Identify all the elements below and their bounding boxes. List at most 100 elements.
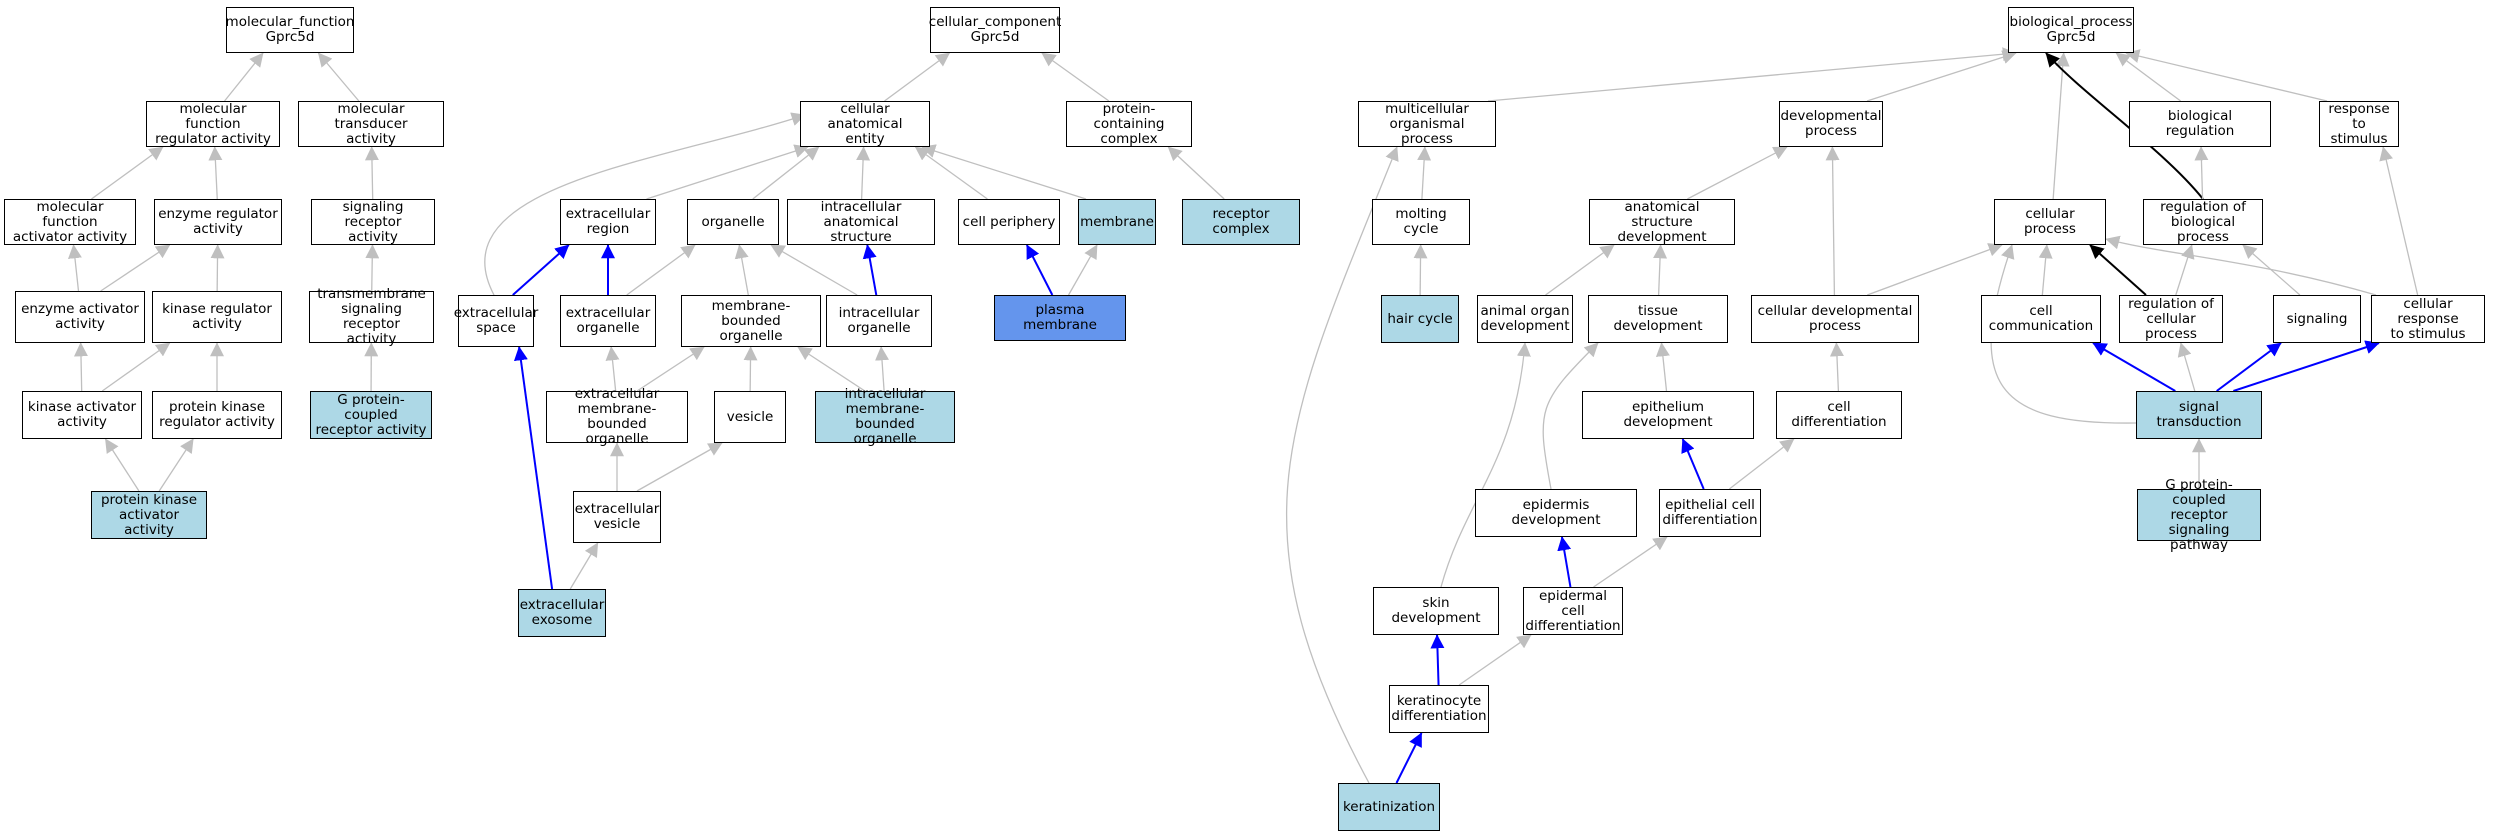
edge-reg-cell-to-cell-proc xyxy=(2089,244,2147,296)
edge-organelle-to-cae xyxy=(752,146,820,200)
go-term-node-cell-comm[interactable]: cell communication xyxy=(1981,295,2101,343)
edge-ec-org-to-organelle xyxy=(626,244,696,296)
edge-cell-diff-to-cdp xyxy=(1829,342,1844,392)
edge-crs-to-cell-proc xyxy=(2105,235,2377,296)
go-term-node-kera-diff[interactable]: keratinocyte differentiation xyxy=(1389,685,1489,733)
go-term-node-organelle[interactable]: organelle xyxy=(687,199,779,245)
go-term-node-pcc[interactable]: protein-containing complex xyxy=(1066,101,1192,147)
go-term-node-ec-exosome[interactable]: extracellular exosome xyxy=(518,589,606,637)
edge-molting-to-multi xyxy=(1417,146,1432,200)
edge-ic-org-to-ias xyxy=(862,244,878,296)
go-term-node-ec-org[interactable]: extracellular organelle xyxy=(560,295,656,347)
go-term-node-ec-vesicle[interactable]: extracellular vesicle xyxy=(573,491,661,543)
go-term-node-cae[interactable]: cellular anatomical entity xyxy=(800,101,930,147)
edge-reg-bio-to-bp-root xyxy=(2045,52,2204,200)
edge-epid-cell-diff-to-epid-dev xyxy=(1557,536,1572,588)
edge-hair-to-molting xyxy=(1413,244,1428,296)
go-term-node-ec-space[interactable]: extracellular space xyxy=(454,295,538,347)
edge-mf-act-to-mf-reg xyxy=(91,146,164,200)
go-term-node-mf-reg[interactable]: molecular function regulator activity xyxy=(146,101,280,147)
edge-sig-trans-to-crs xyxy=(2233,340,2380,392)
go-term-node-kin-act[interactable]: kinase activator activity xyxy=(22,391,142,439)
edge-cell-comm-to-cell-proc xyxy=(2038,244,2053,296)
edge-kera-diff-to-epid-cell-diff xyxy=(1458,634,1532,686)
go-term-node-gpcr-act[interactable]: G protein-coupled receptor activity xyxy=(310,391,432,439)
edge-tm-sig-to-sig-rec xyxy=(365,244,380,292)
go-term-node-reg-cell[interactable]: regulation of cellular process xyxy=(2119,295,2223,343)
go-term-node-enz-reg[interactable]: enzyme regulator activity xyxy=(154,199,282,245)
go-term-node-epid-dev[interactable]: epidermis development xyxy=(1475,489,1637,537)
go-term-node-tm-sig[interactable]: transmembrane signaling receptor activit… xyxy=(309,287,434,347)
go-term-node-cell-proc[interactable]: cellular process xyxy=(1994,199,2106,245)
go-term-node-signaling[interactable]: signaling xyxy=(2273,295,2361,343)
go-term-node-epi-cell-diff[interactable]: epithelial cell differentiation xyxy=(1659,489,1761,537)
go-term-node-ec-mb-org[interactable]: extracellular membrane-bounded organelle xyxy=(546,387,688,447)
go-term-node-hair[interactable]: hair cycle xyxy=(1381,295,1459,343)
go-term-node-resp-stim[interactable]: response to stimulus xyxy=(2319,101,2399,147)
edge-ec-vesicle-to-vesicle xyxy=(636,442,723,492)
go-term-node-cell-diff[interactable]: cell differentiation xyxy=(1776,391,1902,439)
edge-ec-exosome-to-ec-space xyxy=(513,346,554,590)
edge-kin-act-to-kin-reg xyxy=(101,342,171,392)
edge-cdp-to-dev xyxy=(1825,146,1840,296)
edge-ic-mb-org-to-mb-org xyxy=(797,346,866,392)
go-term-node-multi[interactable]: multicellular organismal process xyxy=(1358,101,1496,147)
go-term-node-reg-bio[interactable]: regulation of biological process xyxy=(2143,199,2263,245)
edge-skin-to-aod xyxy=(1440,342,1531,588)
go-term-node-pm[interactable]: plasma membrane xyxy=(994,295,1126,341)
edge-sig-rec-to-mol-trans xyxy=(364,146,379,200)
edge-rec-complex-to-pcc xyxy=(1167,146,1225,200)
go-term-node-sig-trans[interactable]: signal transduction xyxy=(2136,391,2262,439)
go-term-node-periphery[interactable]: cell periphery xyxy=(958,199,1060,245)
go-term-node-crs[interactable]: cellular response to stimulus xyxy=(2371,295,2485,343)
go-term-node-skin[interactable]: skin development xyxy=(1373,587,1499,635)
edge-ec-mb-org-to-mb-org xyxy=(636,346,705,392)
go-term-node-cdp[interactable]: cellular developmental process xyxy=(1751,295,1919,343)
go-term-node-mf-root[interactable]: molecular_function Gprc5d xyxy=(226,7,354,53)
go-term-node-vesicle[interactable]: vesicle xyxy=(714,391,786,443)
go-term-node-epi-dev[interactable]: epithelium development xyxy=(1582,391,1754,439)
edge-reg-bio-to-bio-reg xyxy=(2194,146,2209,200)
go-term-node-gpcr-path[interactable]: G protein-coupled receptor signaling pat… xyxy=(2137,477,2261,552)
go-term-node-dev[interactable]: developmental process xyxy=(1779,101,1883,147)
go-term-node-mol-trans[interactable]: molecular transducer activity xyxy=(298,101,444,147)
edge-enz-act-to-mf-act xyxy=(67,244,82,292)
edge-sig-trans-to-signaling xyxy=(2216,342,2282,392)
go-term-node-pk-reg[interactable]: protein kinase regulator activity xyxy=(152,391,282,439)
go-term-node-mb-org[interactable]: membrane-bounded organelle xyxy=(681,295,821,347)
edge-multi-to-bp-root xyxy=(1487,47,2017,102)
go-term-node-ias[interactable]: intracellular anatomical structure xyxy=(787,199,935,245)
edge-mol-trans-to-mf-root xyxy=(317,52,360,102)
go-term-node-pk-act[interactable]: protein kinase activator activity xyxy=(91,491,207,539)
edge-ec-exosome-to-ec-vesicle xyxy=(569,542,599,590)
go-term-node-ic-mb-org[interactable]: intracellular membrane-bounded organelle xyxy=(815,387,955,447)
edge-cdp-to-cell-proc xyxy=(1867,243,2003,296)
go-term-node-aod[interactable]: animal organ development xyxy=(1477,295,1573,343)
go-term-node-kin-reg[interactable]: kinase regulator activity xyxy=(152,291,282,343)
edge-ic-mb-org-to-ic-org xyxy=(875,346,889,392)
go-term-node-tissue[interactable]: tissue development xyxy=(1588,295,1728,343)
go-term-node-cc-root[interactable]: cellular_component Gprc5d xyxy=(929,7,1061,53)
edge-epi-cell-diff-to-epi-dev xyxy=(1681,438,1705,490)
go-term-node-mf-act[interactable]: molecular function activator activity xyxy=(4,199,136,245)
go-term-node-sig-rec[interactable]: signaling receptor activity xyxy=(311,199,435,245)
go-term-node-ic-org[interactable]: intracellular organelle xyxy=(826,295,932,347)
edge-kin-reg-to-enz-reg xyxy=(210,244,225,292)
go-term-node-bp-root[interactable]: biological_process Gprc5d xyxy=(2008,7,2134,53)
edge-tissue-to-asd xyxy=(1653,244,1668,296)
go-term-node-asd[interactable]: anatomical structure development xyxy=(1589,199,1735,245)
edge-ec-mb-org-to-ec-org xyxy=(605,346,620,392)
go-term-node-ec-region[interactable]: extracellular region xyxy=(560,199,656,245)
go-term-node-rec-complex[interactable]: receptor complex xyxy=(1182,199,1300,245)
go-term-node-molting[interactable]: molting cycle xyxy=(1372,199,1470,245)
edge-enz-reg-to-mf-reg xyxy=(208,146,223,200)
edge-epid-dev-to-tissue xyxy=(1542,342,1599,490)
edge-resp-stim-to-bp-root xyxy=(2125,49,2328,102)
edge-pk-act-to-kin-act xyxy=(104,438,140,492)
go-term-node-membrane[interactable]: membrane xyxy=(1078,199,1156,245)
go-term-node-bio-reg[interactable]: biological regulation xyxy=(2129,101,2271,147)
edge-pm-to-periphery xyxy=(1025,244,1054,296)
go-term-node-enz-act[interactable]: enzyme activator activity xyxy=(15,291,145,343)
go-term-node-epid-cell-diff[interactable]: epidermal cell differentiation xyxy=(1523,587,1623,635)
go-term-node-keratin[interactable]: keratinization xyxy=(1338,783,1440,831)
